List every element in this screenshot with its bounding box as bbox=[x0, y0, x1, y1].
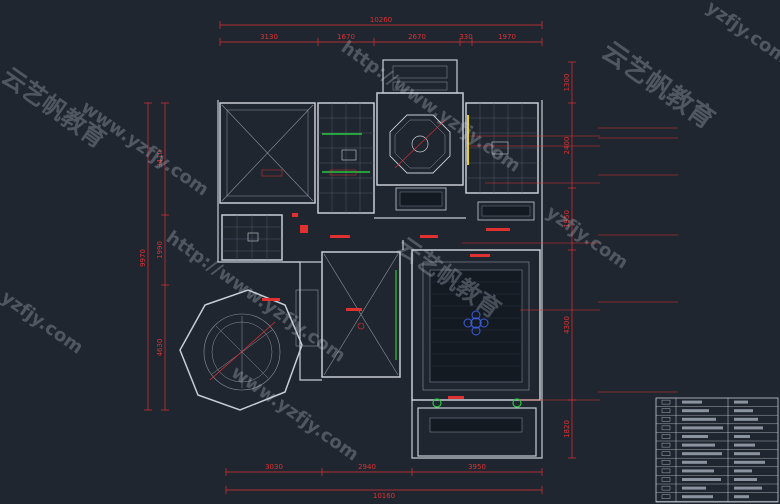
legend-symbol bbox=[661, 442, 671, 448]
legend-text-block bbox=[734, 435, 750, 438]
legend-text-block bbox=[682, 478, 721, 481]
legend-text-block bbox=[682, 460, 707, 464]
dimension-label: 1670 bbox=[337, 33, 355, 41]
legend-symbol bbox=[661, 485, 671, 491]
legend-symbol bbox=[661, 425, 671, 431]
legend-table bbox=[655, 397, 779, 503]
legend-text-block bbox=[734, 452, 760, 456]
legend-symbol bbox=[661, 460, 671, 465]
legend-symbol bbox=[661, 468, 671, 474]
room-round-tower-bottom-left bbox=[179, 289, 303, 411]
dimension-label: 330 bbox=[459, 33, 472, 41]
dimension-label: 3030 bbox=[265, 463, 283, 471]
dimension-label: 1820 bbox=[563, 420, 571, 438]
legend-symbol bbox=[661, 434, 671, 439]
dimension-label: 4300 bbox=[563, 316, 571, 334]
legend-text-block bbox=[682, 409, 709, 413]
room-master-bedroom-right bbox=[411, 249, 541, 457]
dimension-label: 2940 bbox=[358, 463, 376, 471]
legend-text-block bbox=[734, 426, 763, 430]
legend-symbol bbox=[661, 408, 671, 413]
dimension-total-label: 9970 bbox=[139, 249, 147, 267]
room-utility-left bbox=[221, 214, 283, 261]
room-bathroom-top-right bbox=[465, 102, 539, 221]
legend-text-block bbox=[734, 460, 765, 464]
legend-text-block bbox=[734, 409, 753, 413]
dimension-label: 1300 bbox=[563, 74, 571, 92]
legend-text-block bbox=[734, 495, 749, 499]
legend-text-block bbox=[682, 469, 714, 473]
dimension-lines: 10260 3130 1670 2670 330 1970 3030 2940 3950 1016… bbox=[139, 16, 576, 500]
room-living-top-left bbox=[219, 102, 316, 204]
legend-text-block bbox=[734, 469, 752, 473]
dimension-label: 3130 bbox=[260, 33, 278, 41]
dimension-total-label: 10260 bbox=[370, 16, 392, 24]
legend-text-block bbox=[682, 443, 715, 447]
legend-text-block bbox=[682, 417, 716, 421]
dimension-label: 3410 bbox=[156, 150, 164, 168]
legend-text-block bbox=[734, 486, 762, 490]
legend-text-block bbox=[682, 435, 708, 438]
legend-symbol bbox=[661, 399, 671, 405]
red-annotation-marks bbox=[262, 213, 510, 399]
outer-walls bbox=[217, 100, 543, 459]
legend-text-block bbox=[734, 478, 757, 481]
dimension-label: 4630 bbox=[156, 339, 164, 357]
room-hall-center bbox=[295, 251, 401, 378]
legend-symbol bbox=[661, 417, 671, 422]
legend-text-block bbox=[734, 400, 748, 404]
dimension-label: 1950 bbox=[563, 210, 571, 228]
dimension-label: 1970 bbox=[498, 33, 516, 41]
dimension-label: 1990 bbox=[156, 241, 164, 259]
legend-text-block bbox=[682, 426, 723, 430]
legend-text-block bbox=[734, 417, 758, 421]
legend-symbol bbox=[661, 494, 671, 499]
legend-text-block bbox=[734, 443, 755, 447]
legend-text-block bbox=[682, 452, 722, 456]
legend-text-block bbox=[682, 400, 702, 404]
room-octagon-dining bbox=[376, 59, 464, 211]
dimension-label: 2400 bbox=[563, 137, 571, 155]
dimension-label: 3950 bbox=[468, 463, 486, 471]
room-kitchen-top-middle bbox=[317, 102, 375, 214]
legend-text-block bbox=[682, 495, 713, 499]
leader-lines bbox=[462, 127, 678, 401]
dimension-total-label: 10160 bbox=[373, 492, 395, 500]
legend-symbol bbox=[661, 477, 671, 482]
legend-text-block bbox=[682, 486, 706, 490]
legend-symbol bbox=[661, 451, 671, 456]
dimension-label: 2670 bbox=[408, 33, 426, 41]
